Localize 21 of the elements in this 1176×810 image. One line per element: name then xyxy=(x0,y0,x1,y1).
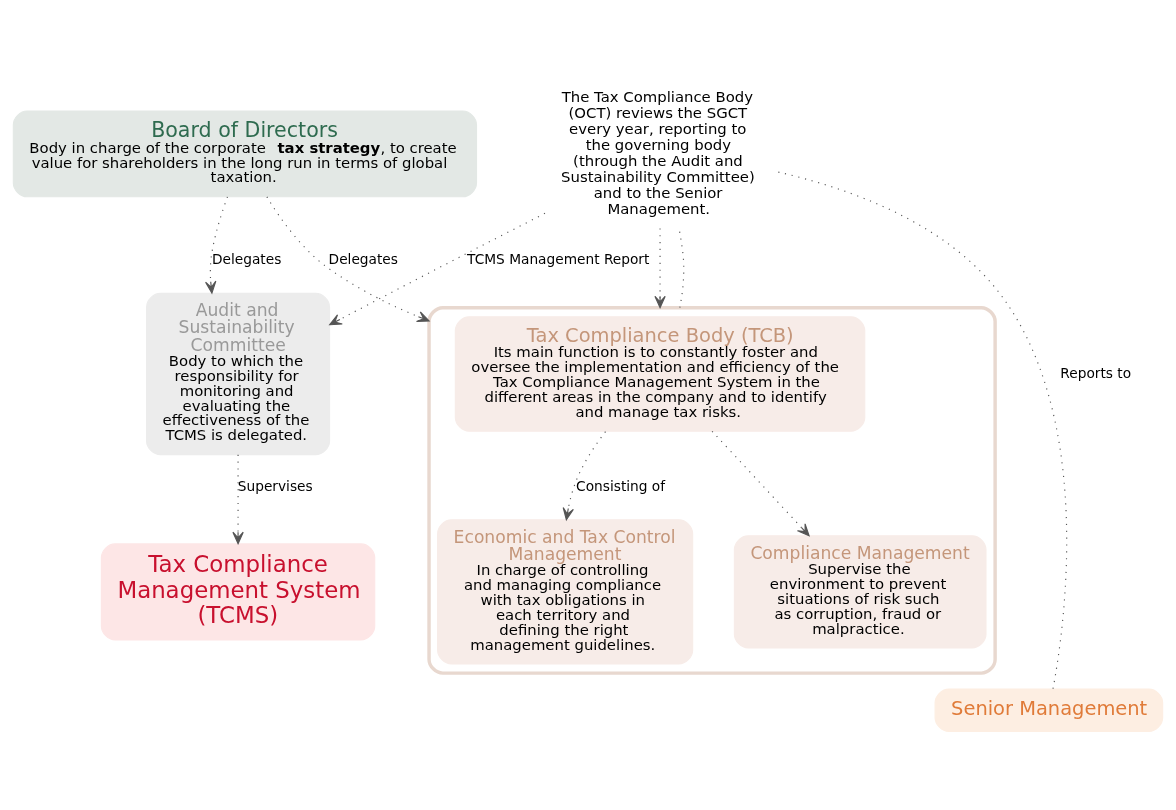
node-box: Senior Management xyxy=(934,688,1164,732)
node-box: Tax Compliance Management System (TCMS) xyxy=(100,542,376,640)
cluster xyxy=(427,305,997,675)
node-box: Board of Directors Body in charge of the corporate tax strategy, to create value for shareholders in the long run in terms of global taxation. xyxy=(12,109,478,197)
arrow xyxy=(232,453,244,544)
node-box: Audit and Sustainability Committee Body to which the responsibility for monitoring and evaluating the effectiveness of the TCMS is delegated. xyxy=(146,292,331,455)
edge-label: Reports to xyxy=(1060,364,1132,381)
edge-label: Delegates xyxy=(328,250,398,267)
arrow xyxy=(205,195,229,294)
node-box: Tax Compliance Body (TCB) Its main function is to constantly foster and oversee the implementation and efficiency of the Tax Compliance Management System in the different areas in the company and to identify and manage tax risks. xyxy=(454,315,866,432)
edge-label: Supervises xyxy=(237,477,313,494)
arrow xyxy=(562,430,607,520)
arrow xyxy=(329,212,546,325)
arrow xyxy=(266,195,430,322)
edge-label: TCMS Management Report xyxy=(467,250,650,267)
node-text: The Tax Compliance Body (OCT) reviews the SGCT every year, reporting to the governing body (through the Audit and Sustainability Committee) and to the Senior Management. xyxy=(561,87,755,218)
edge-label: Consisting of xyxy=(576,477,666,494)
edge-label: Delegates xyxy=(211,250,282,267)
arrow xyxy=(711,430,810,536)
node-box: Compliance Management Supervise the environment to prevent situations of risk such as corruption, fraud or malpractice. xyxy=(733,534,987,648)
node-box: Economic and Tax Control Management In charge of controlling and managing compliance with tax obligations in each territory and defining the right management guidelines. xyxy=(437,518,694,665)
